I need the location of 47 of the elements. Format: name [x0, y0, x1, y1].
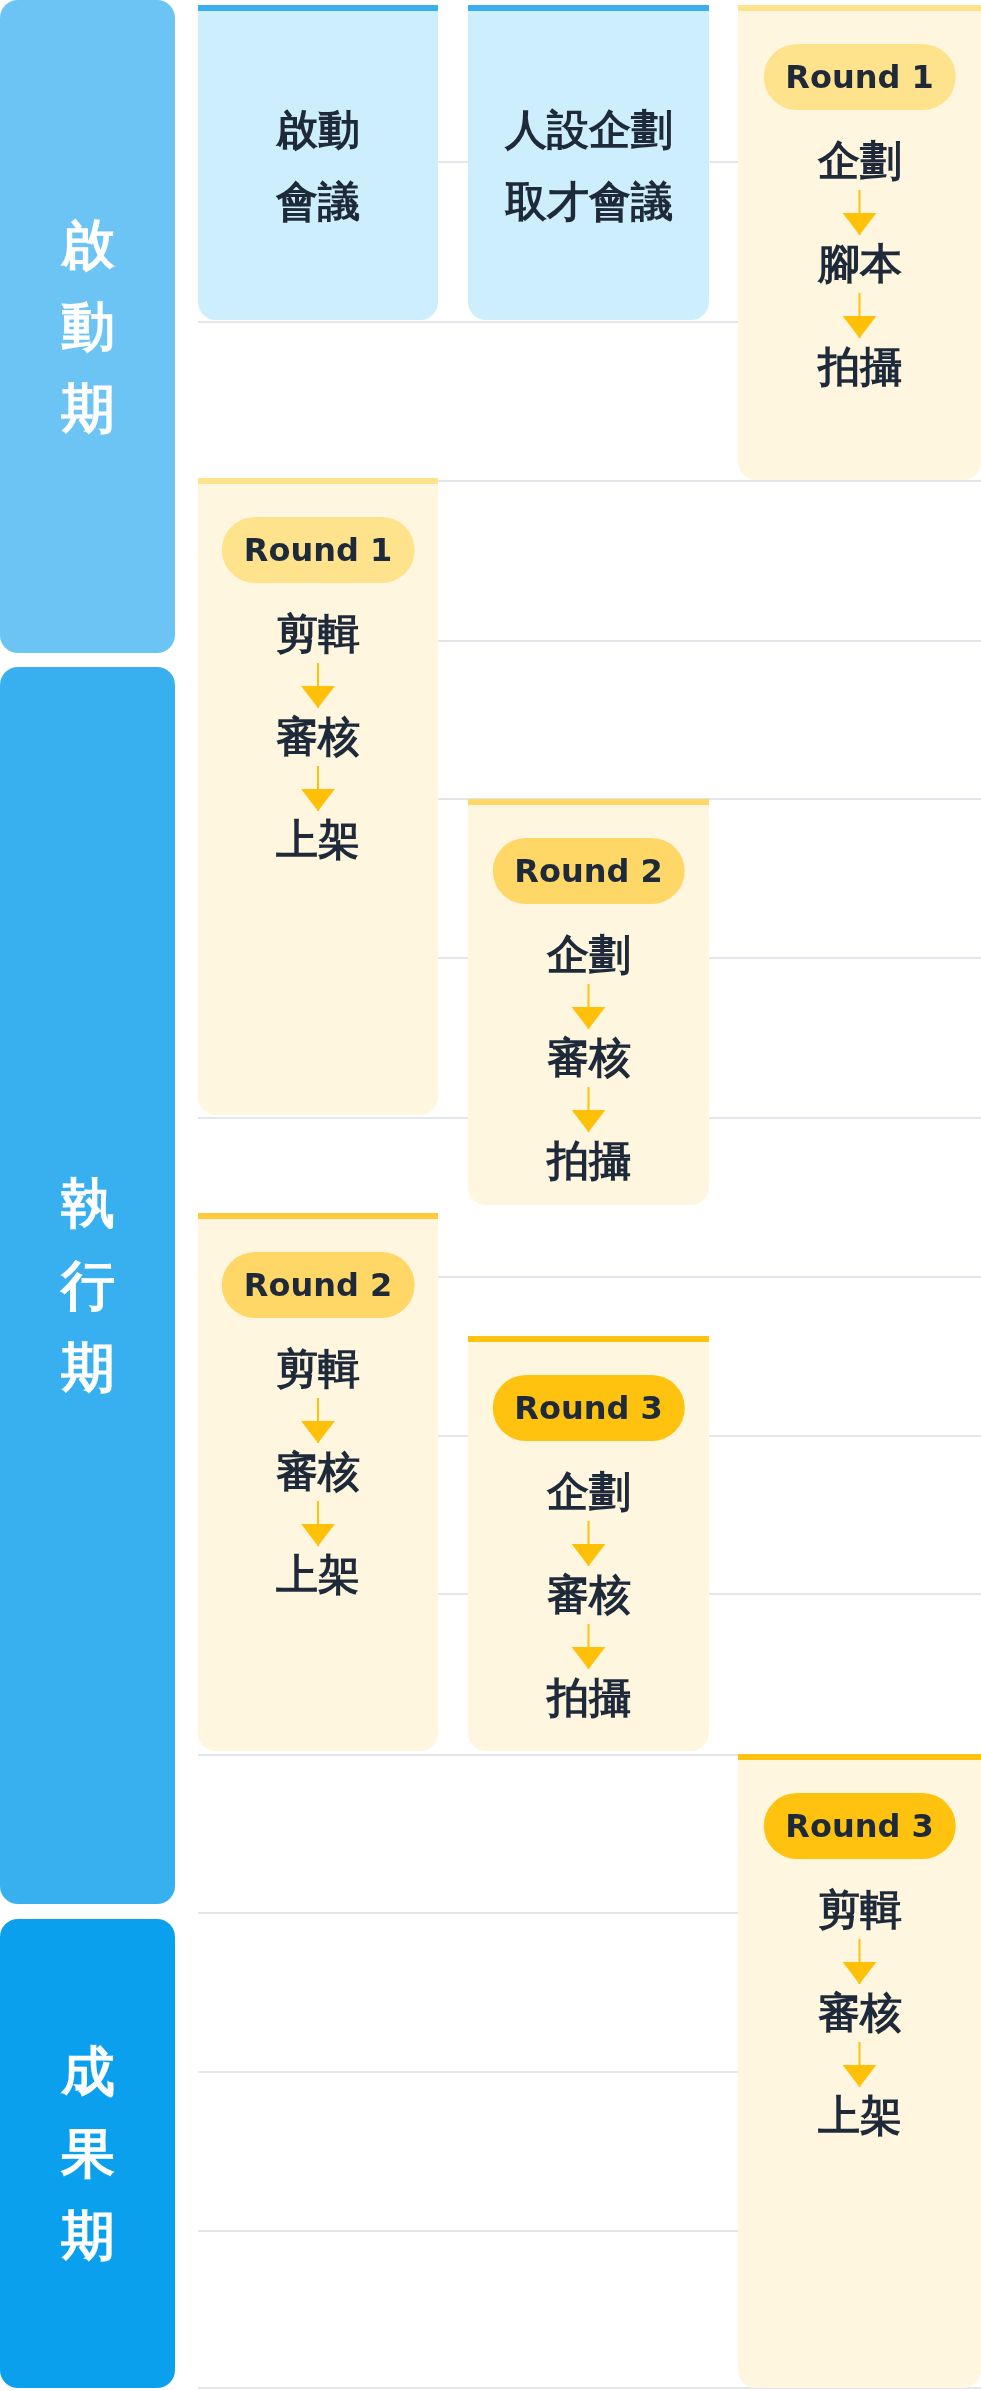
step-label: 剪輯 [276, 1340, 360, 1398]
arrow [301, 1397, 335, 1444]
step-label: 審核 [817, 1984, 902, 2042]
step-label: 審核 [546, 1029, 631, 1087]
step-label: 上架 [276, 811, 360, 869]
round-card [738, 5, 981, 480]
step-label: 企劃 [546, 926, 631, 984]
meeting-card: 人設企劃取才會議 [468, 5, 709, 320]
arrow [842, 189, 877, 236]
step-label: 審核 [546, 1566, 631, 1624]
arrow [842, 1938, 877, 1985]
step-label: 上架 [817, 2087, 902, 2145]
round-tag: Round 2 [221, 1252, 415, 1318]
step-label: 審核 [276, 708, 360, 766]
meeting-card: 啟動會議 [198, 5, 438, 320]
step-label: 腳本 [817, 235, 902, 293]
step-label: 剪輯 [817, 1881, 902, 1939]
arrow [571, 983, 606, 1030]
round-tag: Round 1 [221, 517, 415, 583]
phase-band: 啟動期 [0, 0, 175, 653]
phase-band: 執行期 [0, 667, 175, 1904]
round-card [468, 1336, 709, 1751]
phase-band: 成果期 [0, 1919, 175, 2388]
arrow [301, 1500, 335, 1547]
arrow [301, 765, 335, 812]
step-label: 企劃 [546, 1463, 631, 1521]
step-label: 拍攝 [546, 1132, 631, 1190]
round-tag: Round 2 [492, 838, 685, 904]
round-card [738, 1754, 981, 2388]
step-label: 上架 [276, 1546, 360, 1604]
arrow [301, 662, 335, 709]
arrow [842, 2041, 877, 2088]
arrow [571, 1623, 606, 1670]
round-tag: Round 3 [763, 1793, 956, 1859]
step-label: 拍攝 [546, 1669, 631, 1727]
arrow [571, 1520, 606, 1567]
step-label: 審核 [276, 1443, 360, 1501]
arrow [842, 292, 877, 339]
arrow [571, 1086, 606, 1133]
round-card [198, 478, 438, 1115]
step-label: 企劃 [817, 132, 902, 190]
round-card [468, 799, 709, 1205]
round-card [198, 1213, 438, 1751]
step-label: 拍攝 [817, 338, 902, 396]
round-tag: Round 1 [763, 44, 956, 110]
round-tag: Round 3 [492, 1375, 685, 1441]
step-label: 剪輯 [276, 605, 360, 663]
